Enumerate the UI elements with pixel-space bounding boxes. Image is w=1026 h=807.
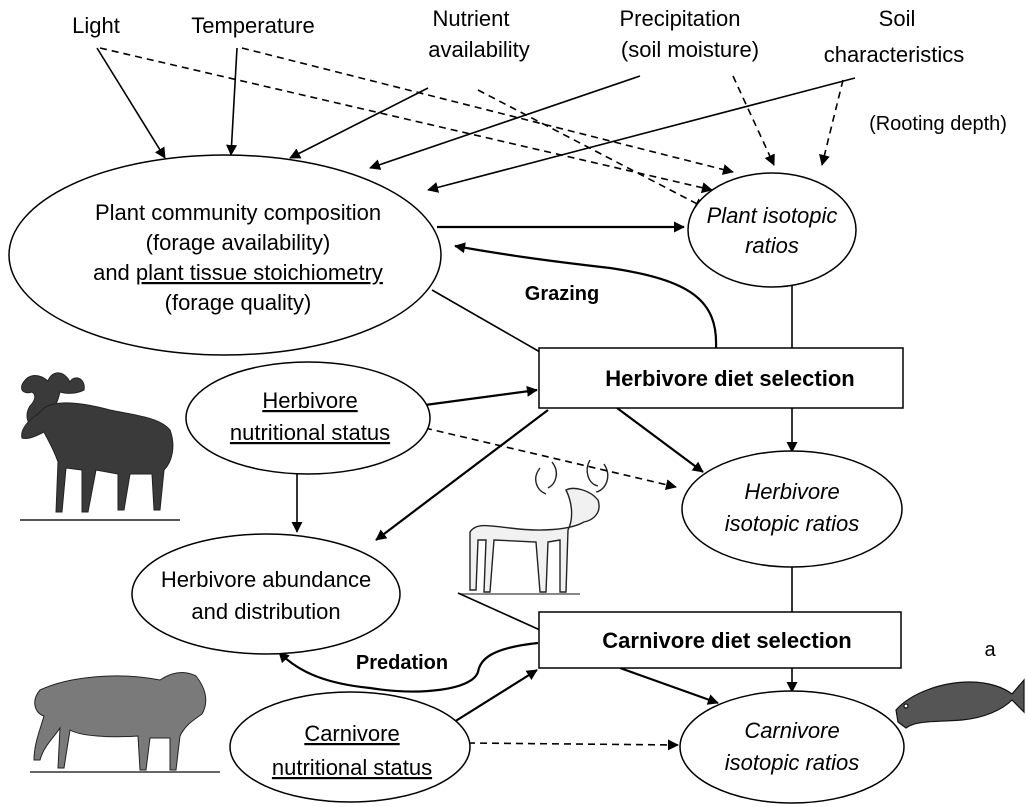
plant-community-line3-prefix: and xyxy=(93,260,136,285)
driver-light: Light xyxy=(72,13,120,38)
caribou-illustration xyxy=(460,460,608,594)
carnivore-status-line1: Carnivore xyxy=(304,721,399,746)
edge-nutrient-to-plant-isotopic xyxy=(478,90,705,208)
herbivore-abundance-line1: Herbivore abundance xyxy=(161,567,371,592)
carnivore-status-line2: nutritional status xyxy=(272,755,432,780)
salmon-illustration xyxy=(896,680,1024,728)
driver-precip-line1: Precipitation xyxy=(619,6,740,31)
moose-illustration xyxy=(20,373,180,520)
plant-community-line2: (forage availability) xyxy=(146,230,331,255)
herbivore-isotopic-node: Herbivore isotopic ratios xyxy=(682,451,902,567)
driver-precip-line2: (soil moisture) xyxy=(621,37,759,62)
carnivore-diet-label: Carnivore diet selection xyxy=(602,628,851,653)
driver-labels: Light Temperature Nutrient availability … xyxy=(72,6,1007,135)
edge-carnivore-diet-to-isotopic-a xyxy=(620,668,718,703)
herbivore-isotopic-line1: Herbivore xyxy=(744,479,839,504)
plant-isotopic-node: Plant isotopic ratios xyxy=(688,173,856,287)
edge-herbivore-status-to-diet xyxy=(425,390,537,405)
plant-community-node: Plant community composition (forage avai… xyxy=(9,155,441,355)
predation-label: Predation xyxy=(356,652,448,674)
driver-temperature: Temperature xyxy=(191,13,315,38)
grazing-label: Grazing xyxy=(525,283,599,305)
edge-carnivore-status-to-isotopic xyxy=(468,743,678,745)
herbivore-status-line1: Herbivore xyxy=(262,388,357,413)
driver-nutrient-line1: Nutrient xyxy=(432,6,509,31)
herbivore-diet-label: Herbivore diet selection xyxy=(605,366,854,391)
plant-community-line4: (forage quality) xyxy=(165,290,312,315)
plant-isotopic-line2: ratios xyxy=(745,233,799,258)
driver-soil-line2: characteristics xyxy=(824,42,965,67)
edge-carnivore-status-to-diet xyxy=(454,670,537,722)
herbivore-abundance-line2: and distribution xyxy=(191,599,340,624)
driver-soil-line1: Soil xyxy=(879,6,916,31)
edge-precip-to-plant-isotopic xyxy=(733,76,774,165)
edge-soil-to-plant-isotopic xyxy=(822,80,843,165)
driver-nutrient-line2: availability xyxy=(428,37,530,62)
edge-light-to-plant xyxy=(97,48,165,158)
panel-letter: a xyxy=(984,639,996,661)
edge-temperature-to-plant xyxy=(231,48,237,155)
carnivore-isotopic-node: Carnivore isotopic ratios xyxy=(680,691,904,803)
herbivore-status-node: Herbivore nutritional status xyxy=(186,362,430,474)
edge-nutrient-to-plant xyxy=(290,88,428,158)
carnivore-isotopic-line1: Carnivore xyxy=(744,718,839,743)
wolf-illustration xyxy=(30,673,220,772)
edge-abundance-to-carnivore-diet xyxy=(458,593,540,630)
carnivore-diet-node: Carnivore diet selection xyxy=(539,612,901,668)
plant-community-line3: and plant tissue stoichiometry xyxy=(93,260,383,285)
plant-community-line1: Plant community composition xyxy=(95,200,381,225)
carnivore-isotopic-line2: isotopic ratios xyxy=(725,750,860,775)
herbivore-abundance-node: Herbivore abundance and distribution xyxy=(132,534,400,654)
edge-herbivore-diet-to-isotopic-a xyxy=(617,408,703,472)
herbivore-status-line2: nutritional status xyxy=(230,420,390,445)
herbivore-diet-node: Herbivore diet selection xyxy=(539,348,903,408)
carnivore-status-node: Carnivore nutritional status xyxy=(230,692,470,802)
edge-herbivore-status-to-isotopic xyxy=(425,428,676,487)
plant-tissue-stoichiometry: plant tissue stoichiometry xyxy=(136,260,383,285)
rooting-depth-label: (Rooting depth) xyxy=(869,113,1007,135)
herbivore-isotopic-line2: isotopic ratios xyxy=(725,511,860,536)
plant-isotopic-line1: Plant isotopic xyxy=(707,203,838,228)
edge-temperature-to-plant-isotopic xyxy=(242,48,733,172)
